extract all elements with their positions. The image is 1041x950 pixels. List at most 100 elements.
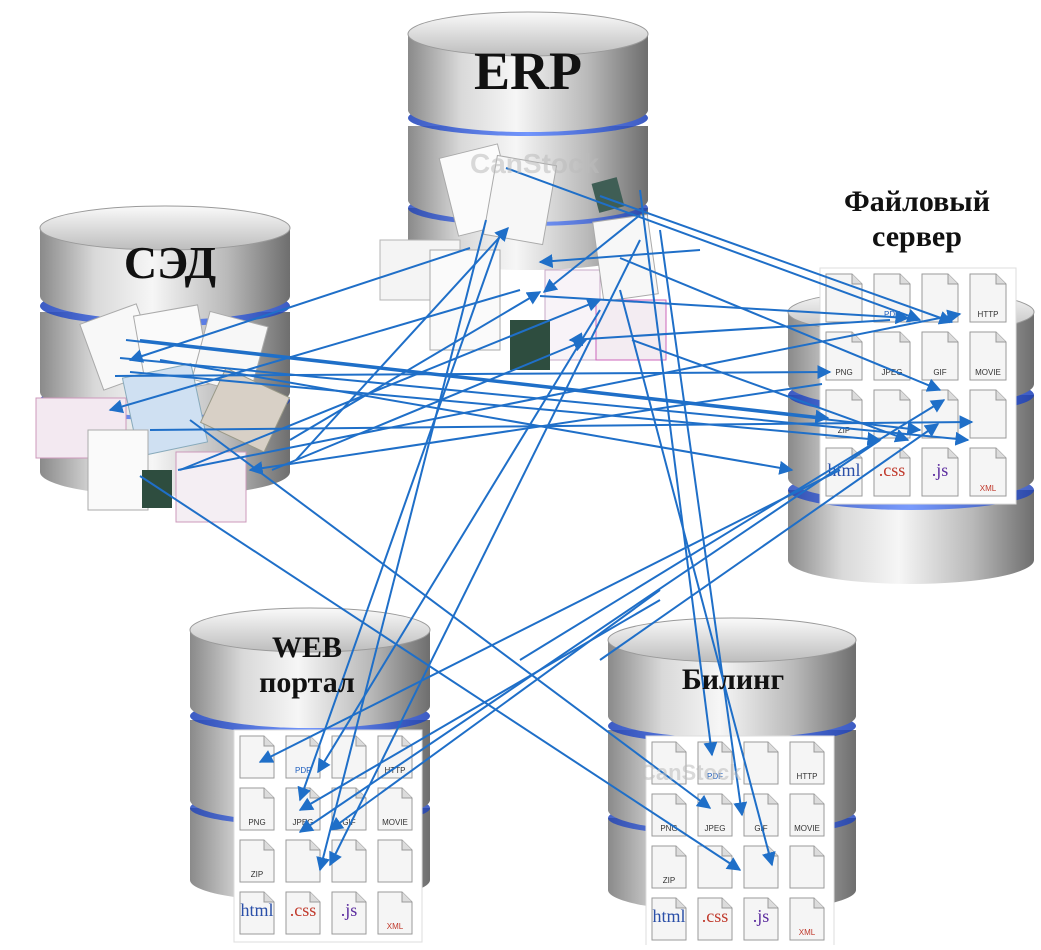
file-type-icon: .css [285,891,321,935]
connection-arrow [298,599,661,811]
connection-arrow [248,383,823,476]
file-type-icon [969,389,1007,439]
connection-arrow [271,338,588,471]
file-type-label: HTTP [385,766,406,775]
file-server-label-line2: сервер [872,220,962,254]
file-type-label: .css [702,906,729,926]
file-type-icon: html [239,891,275,935]
file-type-icon: MOVIE [969,331,1007,381]
connection-arrow [599,195,954,325]
billing-label: Билинг [681,663,785,696]
connection-arrow [316,219,487,872]
file-type-icon: .css [697,897,733,941]
file-type-icon: HTTP [377,735,413,779]
file-type-icon: MOVIE [377,787,413,831]
file-type-icon [743,741,779,785]
file-type-icon: HTTP [789,741,825,785]
connection-arrow [639,189,718,757]
file-type-label: ZIP [663,876,675,885]
connection-arrow [297,234,501,802]
file-type-label: ZIP [838,426,850,435]
file-type-icon: JPEG [873,331,911,381]
file-type-label: JPEG [882,368,903,377]
file-type-label: MOVIE [975,368,1001,377]
connection-arrow [329,239,641,867]
file-type-icon: PDF [873,273,911,323]
connection-arrow [295,226,509,461]
file-type-icon [377,839,413,883]
file-type-icon: GIF [921,331,959,381]
connection-arrow [179,298,602,471]
file-type-icon: XML [789,897,825,941]
file-type-label: ZIP [251,870,263,879]
file-type-label: XML [980,484,997,493]
file-type-icon: GIF [743,793,779,837]
connection-arrow [289,291,542,441]
file-type-label: HTTP [978,310,999,319]
connection-arrow [317,309,601,774]
sed-database [35,205,291,523]
file-type-icon: JPEG [697,793,733,837]
file-type-label: .css [879,460,906,480]
file-type-icon [331,839,367,883]
connection-arrow [139,339,830,424]
file-type-label: html [652,906,685,926]
file-type-icon [789,845,825,889]
file-type-label: GIF [754,824,767,833]
file-type-label: GIF [342,818,355,827]
connection-arrow [659,229,748,817]
file-type-icon: XML [377,891,413,935]
connection-arrow [599,423,940,661]
file-server-label-line1: Файловый [843,185,991,218]
connection-arrow [177,309,962,471]
connection-arrow [114,365,832,380]
file-type-label: html [827,460,860,480]
web-portal-label: WEB портал [232,630,382,701]
file-type-label: PDF [295,766,311,775]
connection-arrows [108,167,974,872]
file-type-icon: .css [873,447,911,497]
connection-arrow [542,214,641,293]
file-type-label: GIF [933,368,946,377]
file-type-icon: MOVIE [789,793,825,837]
connection-arrow [119,357,970,446]
file-type-icon [651,741,687,785]
file-type-icon: HTTP [969,273,1007,323]
file-server-label: Файловый сервер [812,184,1022,255]
connection-arrow [328,589,661,831]
file-type-label: html [240,900,273,920]
file-type-icon: PNG [239,787,275,831]
file-type-label: PDF [707,772,723,781]
file-type-icon [743,845,779,889]
connection-arrow [505,167,922,323]
file-type-icon: html [651,897,687,941]
file-type-icon: PNG [651,793,687,837]
file-type-icon [697,845,733,889]
erp-label: ERP [474,41,582,101]
web-portal-label-line2: портал [259,666,355,700]
connection-arrow [539,295,910,325]
connection-arrow [189,419,712,809]
file-type-icon: ZIP [651,845,687,889]
billing-database: PDF HTTP PNG JPEG GIF MOVIE ZIP html .css .js XML [607,617,857,949]
connection-arrow [258,469,841,763]
file-type-label: PDF [884,310,900,319]
connection-arrow [159,359,794,475]
connection-arrow [568,319,891,347]
file-type-icon: ZIP [825,389,863,439]
file-type-label: PNG [835,368,852,377]
file-type-icon: .js [331,891,367,935]
file-type-label: .js [753,906,770,926]
file-type-label: JPEG [705,824,726,833]
billing-file-icons: PDF HTTP PNG JPEG GIF MOVIE ZIP html .css .js XML [645,735,835,949]
file-type-icon: html [825,447,863,497]
connection-arrow [538,249,701,269]
file-type-label: PNG [660,824,677,833]
file-type-label: .css [290,900,317,920]
watermark-billing: CanStock [640,760,742,785]
file-type-icon: ZIP [239,839,275,883]
connection-arrow [619,257,942,392]
file-type-label: MOVIE [794,824,820,833]
